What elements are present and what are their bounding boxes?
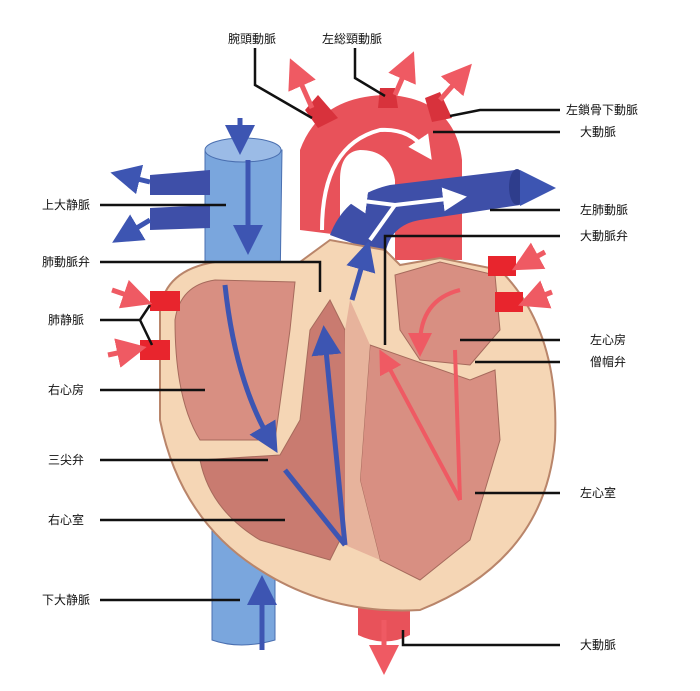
label-pulmonary-valve: 肺動脈弁: [42, 255, 91, 269]
pv-in-arrow-1: [111, 279, 153, 309]
rv-up-arrow: [311, 325, 348, 546]
pulmonary-vein-right-1: [150, 291, 180, 311]
pulmonary-vein-left-2: [495, 292, 523, 312]
right-pa-out-1: [110, 164, 151, 195]
subclavian-branch: [425, 92, 452, 122]
label-pulmonary-veins: 肺静脈: [48, 313, 85, 327]
label-aorta-bottom: 大動脈: [580, 638, 617, 652]
label-right-atrium: 右心房: [48, 383, 85, 397]
label-aortic-valve: 大動脈弁: [580, 229, 629, 243]
leader-lines: [100, 48, 560, 647]
brachio-out-arrow: [288, 58, 316, 110]
label-right-ventricle: 右心室: [48, 513, 85, 527]
brachiocephalic-branch: [305, 95, 338, 128]
lv-down-arrow: [453, 349, 462, 501]
la-flow-arrow: [408, 288, 461, 357]
leader-aortic-valve: [383, 234, 560, 345]
ra-to-rv-arrow: [222, 284, 278, 453]
leader-pulmonary-veins-a: [100, 304, 152, 322]
right-pulmonary-artery-shape: [150, 170, 210, 195]
right-ventricle-shape: [199, 299, 351, 561]
label-brachiocephalic-artery: 腕頭動脈: [228, 32, 277, 46]
label-mitral-valve: 僧帽弁: [590, 355, 627, 369]
pulm-valve-arrow: [346, 240, 376, 301]
leader-brachiocephalic: [253, 48, 313, 120]
label-left-atrium: 左心房: [590, 333, 627, 347]
right-pa-out-2: [112, 214, 152, 243]
label-aorta-top: 大動脈: [580, 125, 617, 139]
right-atrium-shape: [174, 279, 296, 441]
label-left-subclavian: 左鎖骨下動脈: [566, 103, 639, 117]
label-left-ventricle: 左心室: [580, 486, 617, 500]
pulmonary-split-arrow-right: [394, 187, 467, 212]
pulmonary-trunk-shape: [330, 170, 520, 255]
pv-in-arrow-4: [518, 280, 553, 309]
leader-subclavian: [449, 108, 560, 118]
subclavian-out-arrow: [438, 63, 472, 102]
pv-in-arrow-2: [107, 338, 147, 368]
leader-pulmonary-veins-b: [138, 319, 154, 346]
rv-down-arrow: [283, 468, 347, 547]
label-tricuspid-valve: 三尖弁: [48, 453, 85, 467]
svc-top: [204, 137, 282, 163]
aortic-arch-arrow: [320, 127, 432, 231]
label-inferior-vena-cava: 下大静脈: [42, 593, 91, 607]
pulmonary-split-arrow-left: [343, 189, 396, 214]
pulmonary-vein-left-1: [488, 256, 516, 276]
pv-in-arrow-3: [511, 242, 547, 271]
label-left-pulmonary-artery: 左肺動脈: [580, 203, 629, 217]
pulmonary-vein-right-2: [140, 340, 170, 360]
pulmonary-split-arrow-stem: [368, 203, 397, 242]
leader-pulmonary-valve: [100, 260, 322, 292]
leader-aorta-bottom: [401, 630, 560, 647]
leader-carotid: [353, 48, 386, 98]
carotid-branch: [378, 88, 398, 108]
carotid-out-arrow: [388, 51, 416, 96]
label-left-common-carotid: 左総頸動脈: [322, 32, 383, 46]
septum-shape: [345, 300, 380, 560]
label-superior-vena-cava: 上大静脈: [42, 198, 91, 212]
lv-up-arrow: [379, 349, 462, 501]
right-pulmonary-artery-shape-2: [150, 205, 210, 230]
